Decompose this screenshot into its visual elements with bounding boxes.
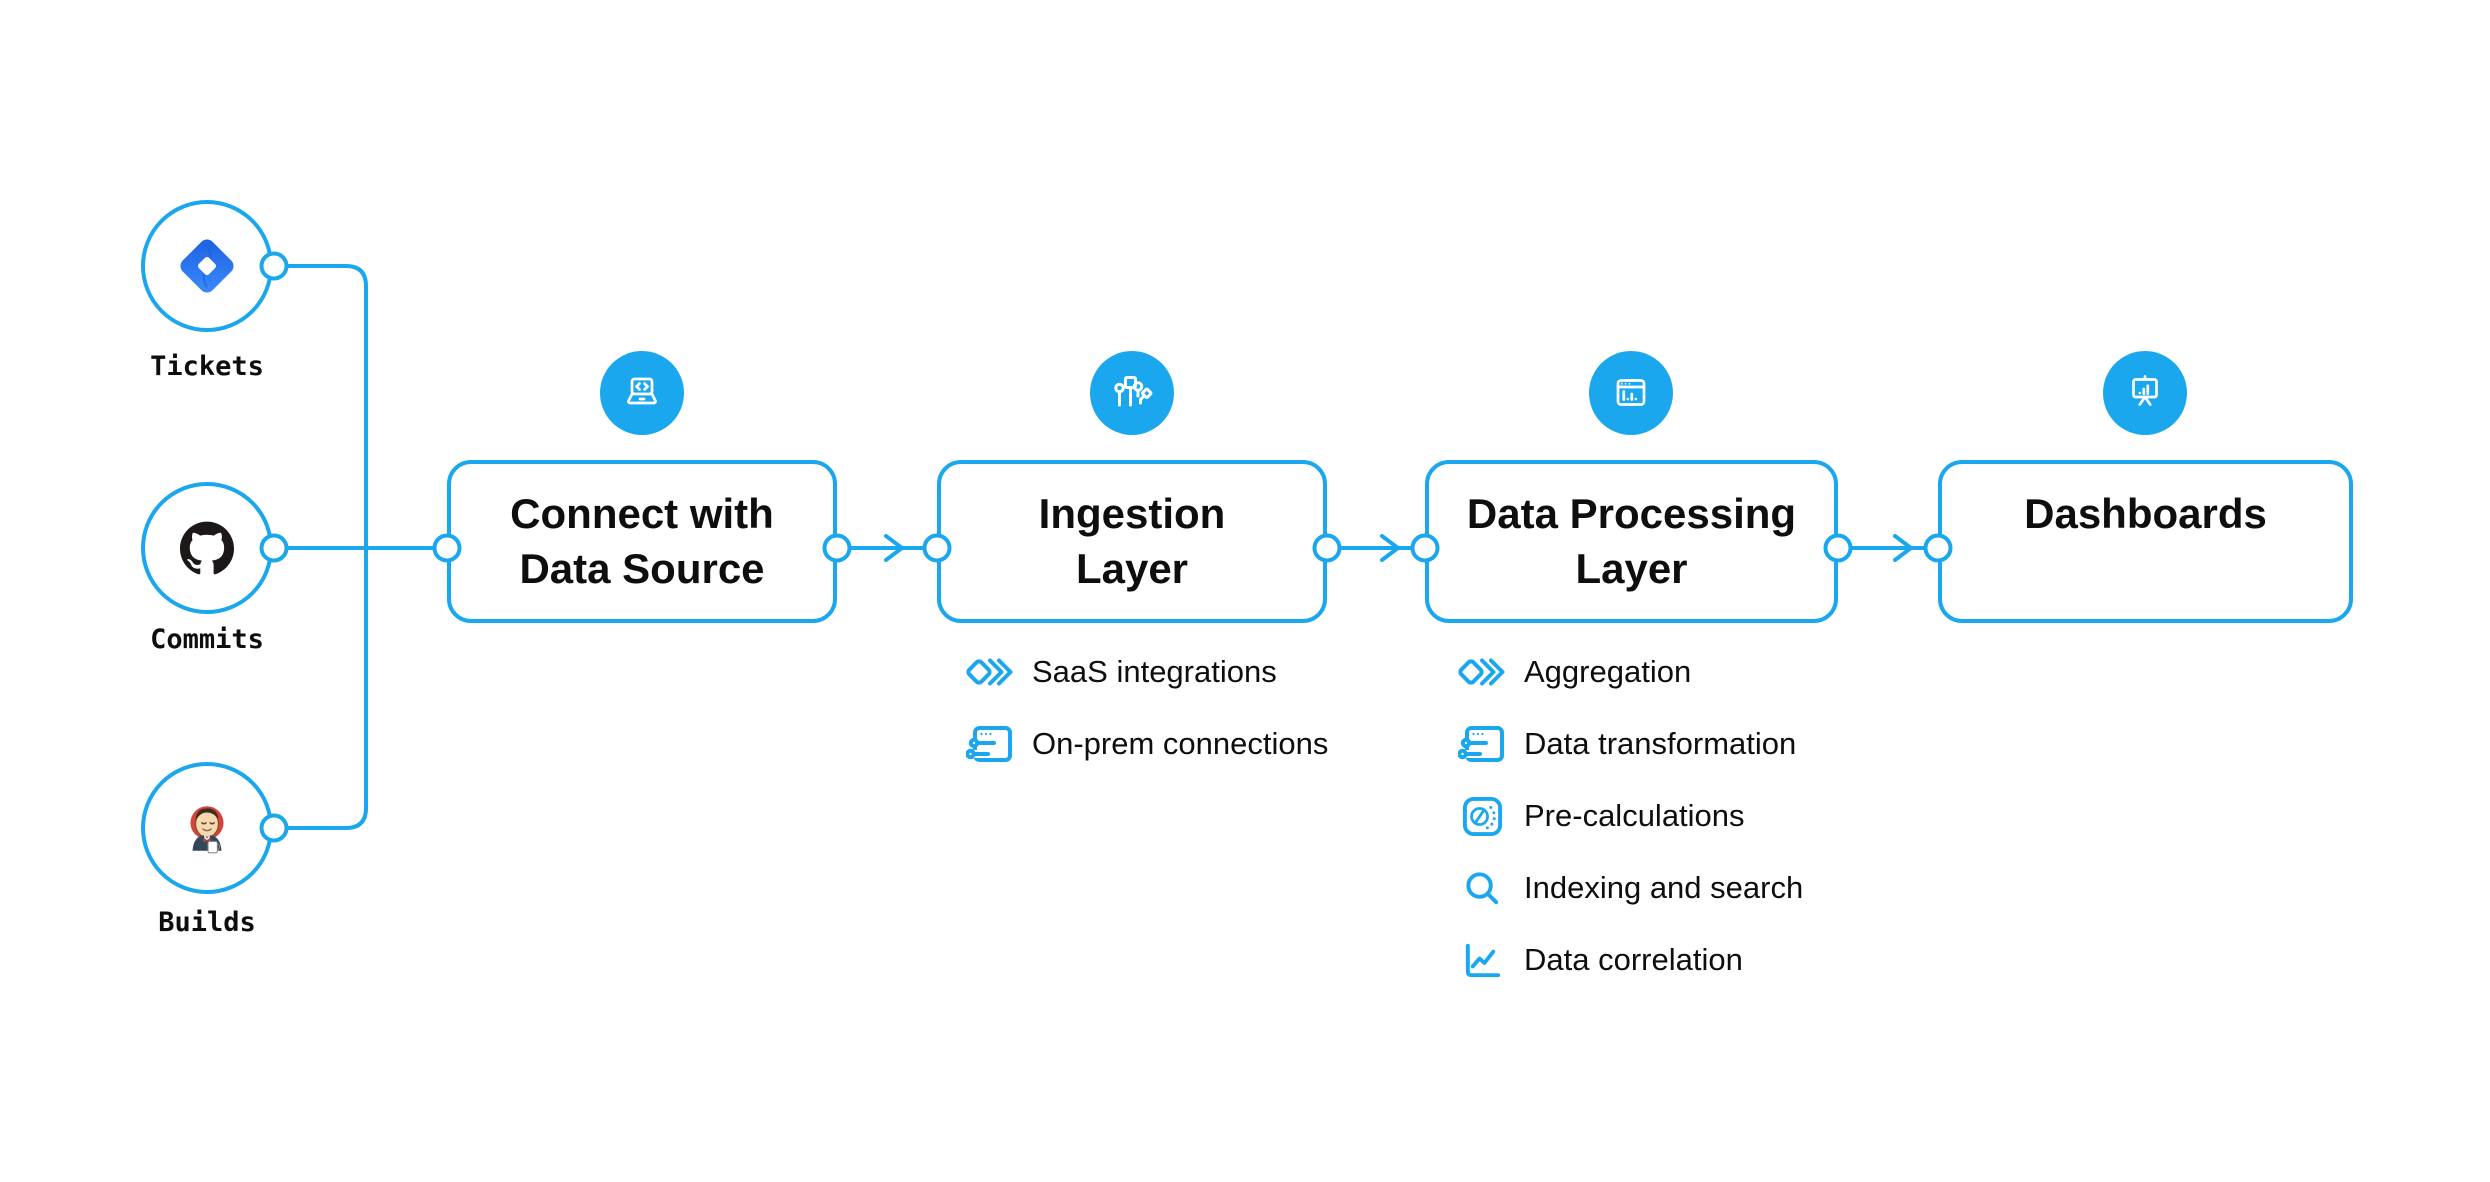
- list-item: Indexing and search: [1458, 864, 1803, 912]
- stage-box-connect: Connect with Data Source: [447, 460, 837, 623]
- jenkins-icon: [190, 806, 224, 854]
- processing-feature-list: Aggregation Data transformation: [1458, 648, 1803, 1008]
- stage-box-dashboards: Dashboards: [1938, 460, 2353, 623]
- data-ingestion-icon: [1090, 351, 1174, 435]
- list-item-label: Aggregation: [1524, 654, 1692, 689]
- window-sliders-icon: [966, 720, 1014, 768]
- stage-title: Dashboards: [2024, 490, 2267, 537]
- stage-title: Data Processing Layer: [1466, 490, 1797, 592]
- list-item: Data correlation: [1458, 936, 1803, 984]
- line-chart-icon: [1458, 936, 1506, 984]
- source-node-commits: [141, 482, 273, 614]
- source-node-builds: [141, 762, 273, 894]
- list-item-label: On-prem connections: [1032, 726, 1329, 761]
- github-icon: [180, 521, 234, 575]
- stacked-diamonds-icon: [966, 648, 1014, 696]
- list-item: On-prem connections: [966, 720, 1328, 768]
- window-chart-icon: [1589, 351, 1673, 435]
- list-item-label: Data transformation: [1524, 726, 1797, 761]
- presentation-chart-icon: [2103, 351, 2187, 435]
- stage-title: Connect with Data Source: [510, 490, 774, 592]
- list-item: SaaS integrations: [966, 648, 1328, 696]
- list-item-label: Data correlation: [1524, 942, 1743, 977]
- source-node-tickets: [141, 200, 273, 332]
- list-item-label: Indexing and search: [1524, 870, 1804, 905]
- list-item-label: Pre-calculations: [1524, 798, 1745, 833]
- search-icon: [1458, 864, 1506, 912]
- source-label-commits: Commits: [150, 624, 264, 655]
- list-item: Pre-calculations: [1458, 792, 1803, 840]
- gauge-icon: [1458, 792, 1506, 840]
- ingestion-feature-list: SaaS integrations On-prem connections: [966, 648, 1328, 792]
- stage-box-processing: Data Processing Layer: [1425, 460, 1838, 623]
- jira-icon: [180, 239, 234, 293]
- source-label-tickets: Tickets: [150, 351, 264, 382]
- list-item-label: SaaS integrations: [1032, 654, 1277, 689]
- arrowhead-icon: [884, 534, 904, 562]
- list-item: Aggregation: [1458, 648, 1803, 696]
- stage-title: Ingestion Layer: [1038, 490, 1226, 592]
- stacked-diamonds-icon: [1458, 648, 1506, 696]
- arrowhead-icon: [1893, 534, 1913, 562]
- list-item: Data transformation: [1458, 720, 1803, 768]
- arrowhead-icon: [1380, 534, 1400, 562]
- window-sliders-icon: [1458, 720, 1506, 768]
- stage-box-ingestion: Ingestion Layer: [937, 460, 1327, 623]
- source-label-builds: Builds: [158, 907, 256, 938]
- laptop-code-icon: [600, 351, 684, 435]
